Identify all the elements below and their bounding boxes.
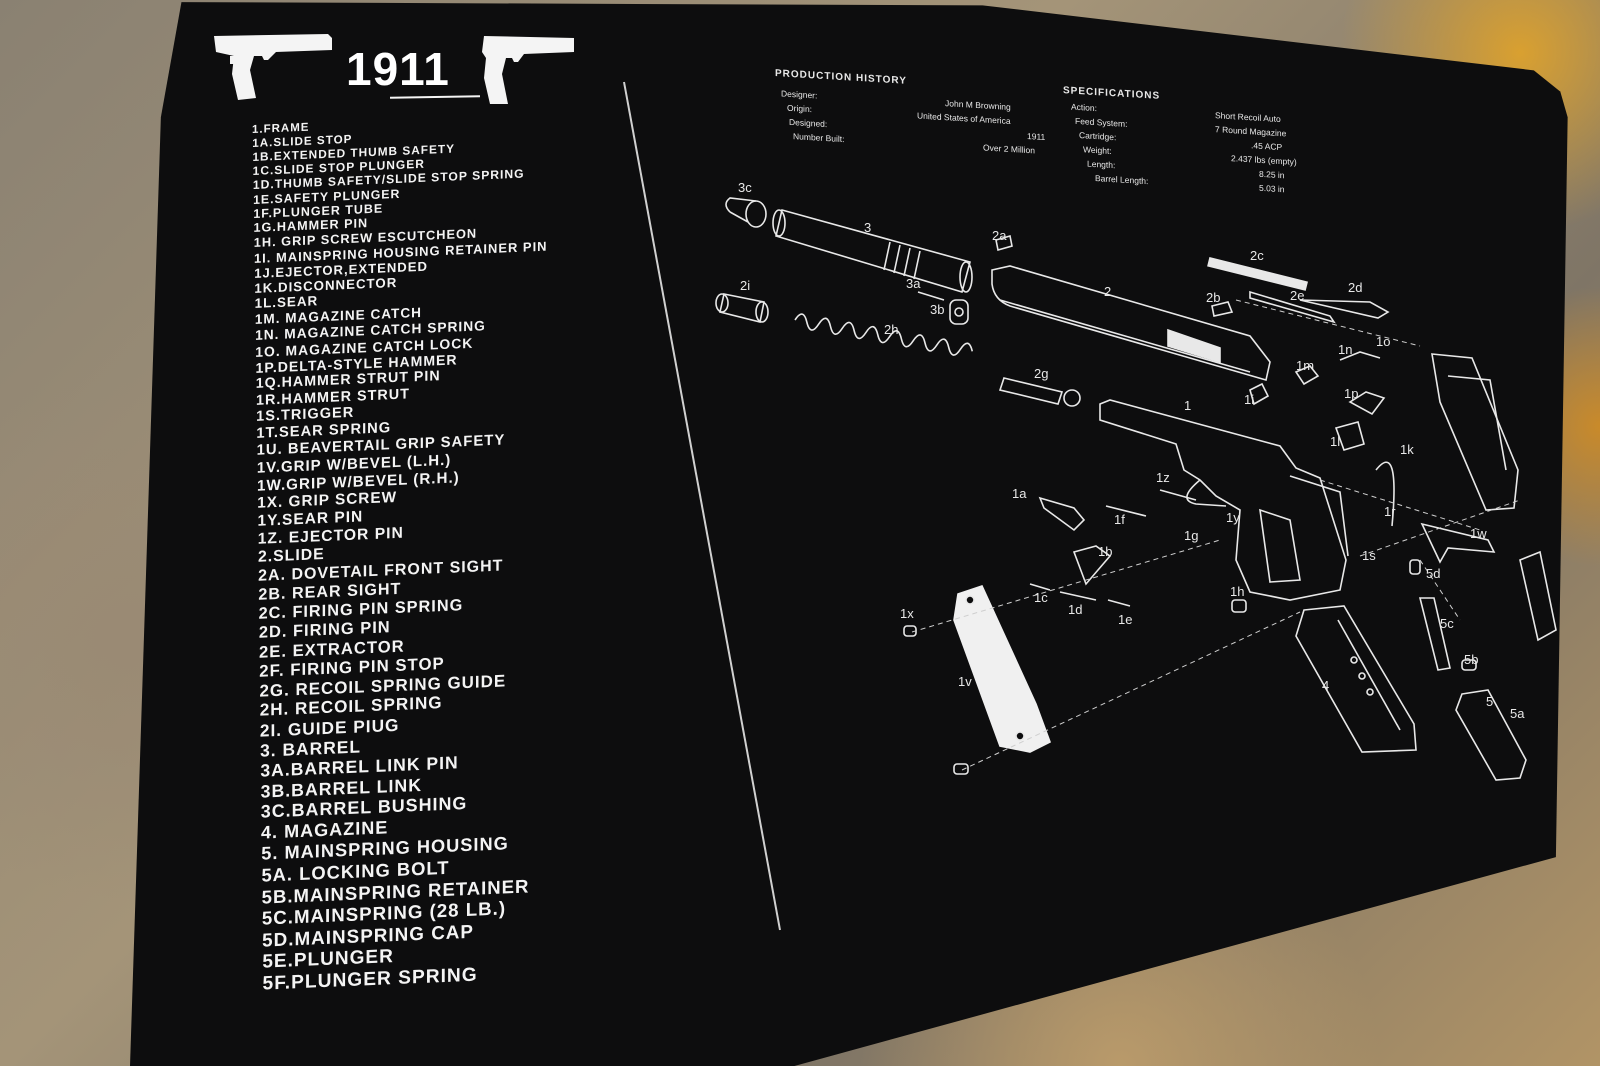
spec-value-3: .45 ACP bbox=[1251, 140, 1283, 153]
diagram-label-2d: 2d bbox=[1348, 280, 1362, 295]
spec-key-1: Action: bbox=[1071, 101, 1097, 114]
diagram-label-1x: 1x bbox=[900, 606, 914, 621]
spec-key-4: Weight: bbox=[1083, 144, 1112, 157]
diagram-label-5c: 5c bbox=[1440, 616, 1454, 631]
diagram-label-3a: 3a bbox=[906, 276, 921, 291]
firing-pin-assembly bbox=[1207, 257, 1390, 324]
diagram-label-1g: 1g bbox=[1184, 528, 1198, 543]
diagram-label-1b: 1b bbox=[1098, 544, 1112, 559]
rear-sight-part bbox=[1211, 301, 1234, 317]
diagram-label-5b: 5b bbox=[1464, 652, 1478, 667]
diagram-label-1e: 1e bbox=[1118, 612, 1132, 627]
diagram-label-1: 1 bbox=[1184, 398, 1191, 413]
barrel-link-part bbox=[917, 291, 969, 325]
gun-cleaning-mat bbox=[130, 2, 1568, 1066]
diagram-label-1d: 1d bbox=[1068, 602, 1082, 617]
diagram-label-1l: 1l bbox=[1330, 434, 1340, 449]
small-parts bbox=[903, 351, 1557, 775]
diagram-label-1y: 1y bbox=[1226, 510, 1240, 525]
diagram-label-2g: 2g bbox=[1034, 366, 1048, 381]
diagram-label-5a: 5a bbox=[1510, 706, 1525, 721]
diagram-label-3c: 3c bbox=[738, 180, 752, 195]
diagram-label-2h: 2h bbox=[884, 322, 898, 337]
diagram-label-1w: 1w bbox=[1470, 526, 1487, 541]
history-value-3: 1911 bbox=[1027, 130, 1046, 143]
diagram-label-5d: 5d bbox=[1426, 566, 1440, 581]
diagram-label-1s: 1s bbox=[1362, 548, 1376, 563]
magazine-part bbox=[1295, 605, 1417, 753]
frame-part bbox=[1099, 399, 1349, 601]
diagram-label-2i: 2i bbox=[740, 278, 750, 293]
diagram-label-1p: 1p bbox=[1344, 386, 1358, 401]
title-block: 1911 bbox=[210, 26, 590, 106]
diagram-label-1i: 1i bbox=[1244, 392, 1254, 407]
diagram-label-5: 5 bbox=[1486, 694, 1493, 709]
spec-key-5: Length: bbox=[1087, 158, 1116, 171]
mainspring-housing-part bbox=[1455, 689, 1527, 781]
pistol-icon-left bbox=[214, 34, 332, 100]
assembly-guide-lines bbox=[911, 299, 1521, 771]
diagram-label-3b: 3b bbox=[930, 302, 944, 317]
diagram-label-3: 3 bbox=[864, 220, 871, 235]
diagram-label-2e: 2e bbox=[1290, 288, 1304, 303]
recoil-spring-guide-part bbox=[998, 377, 1081, 407]
spec-value-5: 8.25 in bbox=[1259, 168, 1285, 181]
diagram-label-2: 2 bbox=[1104, 284, 1111, 299]
history-key-1: Designer: bbox=[781, 88, 818, 101]
diagram-label-1r: 1r bbox=[1384, 504, 1396, 519]
diagram-label-1a: 1a bbox=[1012, 486, 1027, 501]
diagram-label-1o: 1o bbox=[1376, 334, 1390, 349]
model-title: 1911 bbox=[346, 43, 450, 95]
beavertail-grip-safety-part bbox=[1420, 522, 1496, 564]
diagram-label-1z: 1z bbox=[1156, 470, 1170, 485]
spec-key-3: Cartridge: bbox=[1079, 130, 1117, 143]
diagram-label-1v: 1v bbox=[958, 674, 972, 689]
diagram-label-2b: 2b bbox=[1206, 290, 1220, 305]
diagram-label-2a: 2a bbox=[992, 228, 1007, 243]
diagram-label-4: 4 bbox=[1322, 678, 1329, 693]
diagram-label-1m: 1m bbox=[1296, 358, 1314, 373]
slide-part bbox=[991, 234, 1271, 382]
barrel-bushing-part bbox=[725, 197, 767, 228]
diagram-label-1n: 1n bbox=[1338, 342, 1352, 357]
barrel-part bbox=[772, 209, 973, 294]
pistol-icon-right bbox=[482, 36, 574, 104]
history-key-2: Origin: bbox=[787, 102, 813, 115]
grip-right-part bbox=[1431, 353, 1519, 511]
diagram-label-1f: 1f bbox=[1114, 512, 1125, 527]
diagram-label-2c: 2c bbox=[1250, 248, 1264, 263]
grip-left-part bbox=[953, 585, 1051, 753]
exploded-parts-diagram: 3c 3 2i 2h 3a 3b 2a 2 2c 2b 2e 2d 2g 1m … bbox=[715, 180, 1557, 781]
guide-plug-part bbox=[715, 293, 769, 323]
recoil-spring-part bbox=[794, 313, 974, 356]
diagram-label-1k: 1k bbox=[1400, 442, 1414, 457]
diagram-label-1h: 1h bbox=[1230, 584, 1244, 599]
diagram-label-1c: 1c bbox=[1034, 590, 1048, 605]
